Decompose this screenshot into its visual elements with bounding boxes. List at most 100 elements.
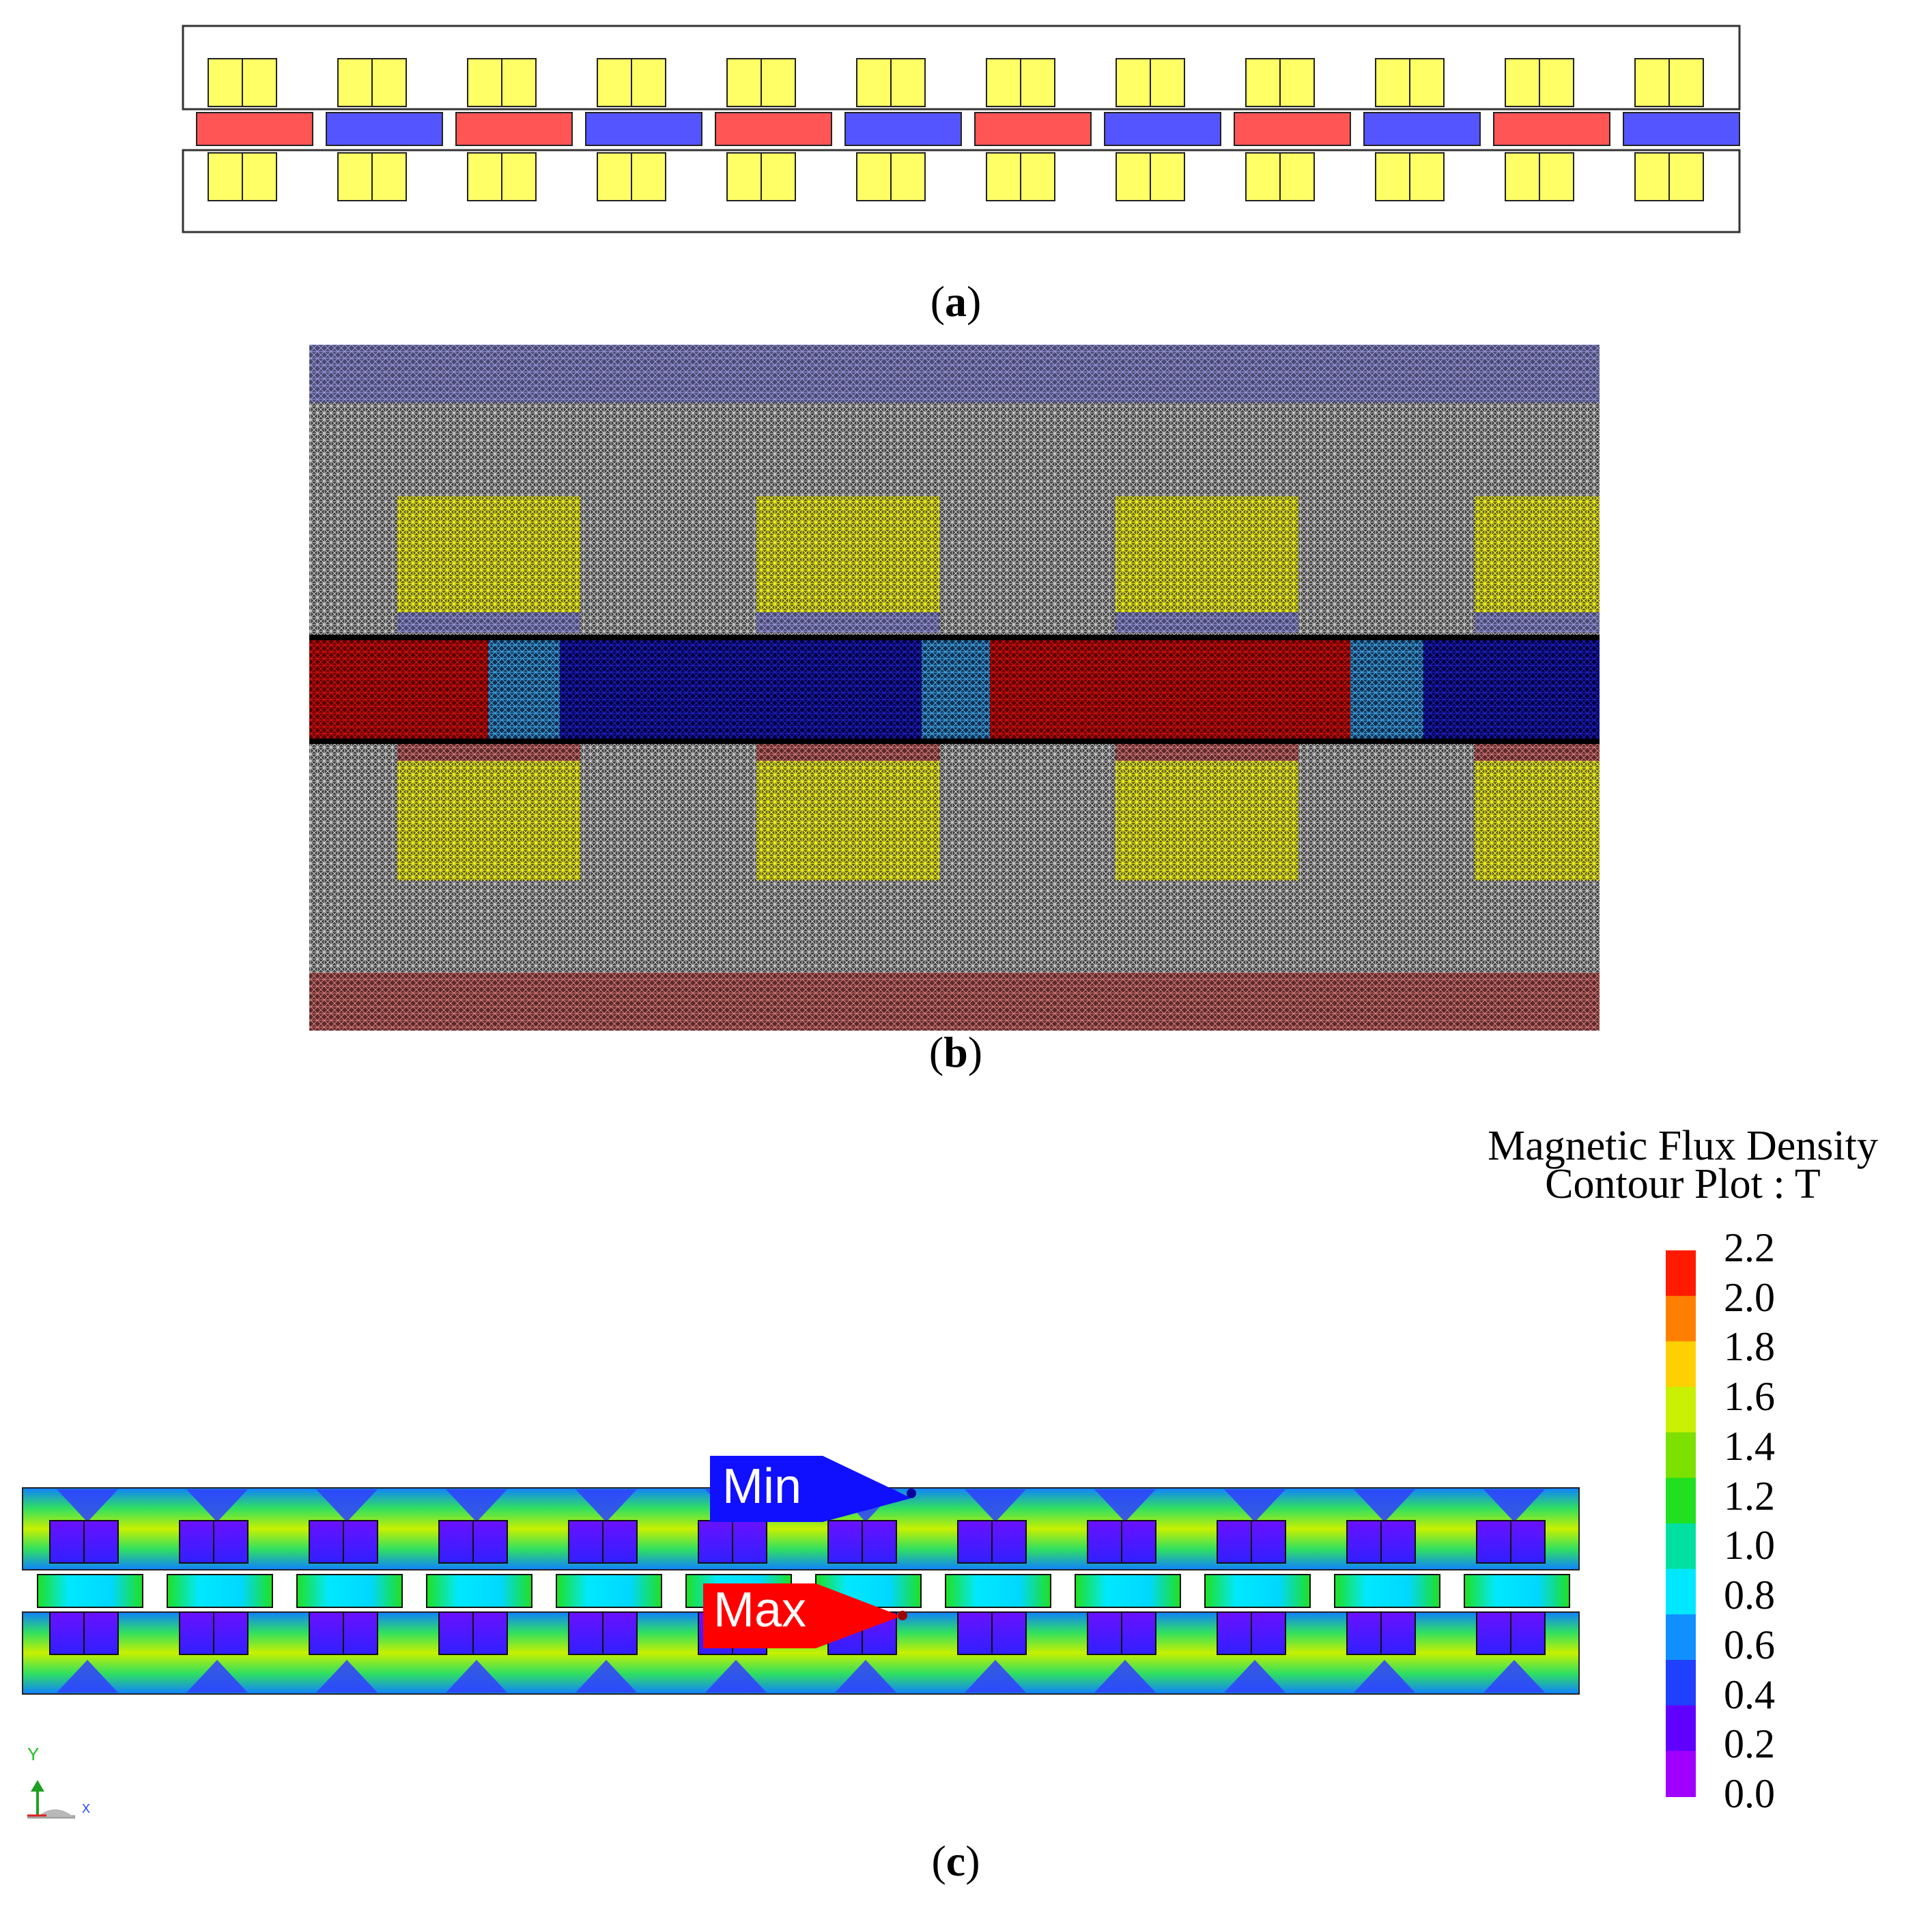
contour-coil-lower-right <box>83 1611 119 1655</box>
contour-coil-upper-right <box>343 1520 378 1564</box>
panel-a-machine-geometry <box>182 25 1741 233</box>
legend-color-band <box>1666 1341 1696 1388</box>
magnet <box>974 112 1092 146</box>
low-flux-region <box>186 1660 248 1693</box>
low-flux-region <box>446 1660 507 1693</box>
contour-magnet <box>167 1574 273 1608</box>
contour-coil-upper-left <box>1476 1520 1511 1564</box>
low-flux-region <box>1094 1660 1156 1693</box>
coil-lower-left <box>726 152 762 201</box>
legend-tick-label: 1.2 <box>1724 1473 1775 1519</box>
legend-color-band <box>1666 1295 1696 1343</box>
coil-lower-right <box>501 152 537 201</box>
low-flux-region <box>1224 1489 1285 1522</box>
panel-c-flux-contour <box>22 1456 1580 1819</box>
magnet <box>585 112 702 146</box>
magnet <box>326 112 443 146</box>
low-flux-region <box>1483 1489 1545 1522</box>
contour-coil-upper-right <box>1251 1520 1286 1564</box>
mesh-coil-upper <box>1475 496 1600 612</box>
contour-coil-lower-right <box>1510 1611 1546 1655</box>
low-flux-region <box>57 1489 118 1522</box>
coil-upper-left <box>597 58 632 107</box>
coil-lower-right <box>1539 152 1574 201</box>
mesh-tooth-tip-upper <box>756 612 939 633</box>
legend-tick-label: 0.6 <box>1724 1622 1775 1667</box>
contour-coil-upper-left <box>438 1520 474 1564</box>
magnet <box>1363 112 1481 146</box>
coil-lower-right <box>1279 152 1315 201</box>
contour-coil-upper-left <box>309 1520 344 1564</box>
mesh-coil-lower <box>397 761 580 880</box>
contour-magnet <box>1204 1574 1311 1608</box>
coil-lower-left <box>856 152 892 201</box>
legend-color-band <box>1666 1568 1696 1616</box>
legend-tick-label: 0.2 <box>1724 1721 1775 1767</box>
mesh-coil-lower <box>756 761 939 880</box>
coil-upper-left <box>1245 58 1281 107</box>
coil-lower-left <box>1375 152 1410 201</box>
contour-coil-upper-right <box>602 1520 638 1564</box>
mesh-lower-yoke <box>309 973 1600 1031</box>
low-flux-region <box>835 1660 896 1693</box>
magnet <box>455 112 573 146</box>
contour-coil-upper-left <box>568 1520 603 1564</box>
magnet <box>1104 112 1221 146</box>
legend-tick-label: 1.6 <box>1724 1374 1775 1420</box>
contour-coil-upper-right <box>862 1520 897 1564</box>
contour-coil-lower-left <box>1346 1611 1382 1655</box>
magnet <box>1234 112 1351 146</box>
contour-magnet <box>1464 1574 1570 1608</box>
contour-coil-upper-left <box>827 1520 863 1564</box>
contour-coil-upper-right <box>83 1520 119 1564</box>
low-flux-region <box>1094 1489 1156 1522</box>
mesh-magnet-segment <box>1423 640 1600 738</box>
contour-coil-lower-left <box>568 1611 603 1655</box>
legend-title-line2: Contour Plot : T <box>1545 1161 1821 1207</box>
mesh-magnet-segment <box>1350 640 1423 738</box>
legend-color-band <box>1666 1660 1696 1706</box>
contour-coil-upper-right <box>1510 1520 1546 1564</box>
contour-coil-upper-right <box>472 1520 508 1564</box>
mesh-magnet-segment <box>309 640 488 738</box>
min-point <box>907 1489 916 1498</box>
contour-coil-lower-right <box>213 1611 248 1655</box>
low-flux-region <box>965 1489 1026 1522</box>
legend-color-band <box>1666 1705 1696 1752</box>
legend-tick-label: 1.8 <box>1724 1324 1775 1370</box>
contour-coil-upper-left <box>179 1520 214 1564</box>
contour-coil-upper-right <box>991 1520 1027 1564</box>
contour-coil-lower-right <box>602 1611 638 1655</box>
mesh-tooth-tip-upper <box>397 612 580 633</box>
magnet <box>1623 112 1740 146</box>
contour-coil-upper-left <box>49 1520 85 1564</box>
magnet <box>1493 112 1610 146</box>
contour-coil-lower-right <box>1380 1611 1416 1655</box>
contour-coil-upper-left <box>957 1520 993 1564</box>
coil-upper-right <box>371 58 407 107</box>
coil-upper-left <box>337 58 373 107</box>
coil-lower-left <box>1245 152 1281 201</box>
coil-lower-left <box>986 152 1021 201</box>
coil-upper-right <box>761 58 796 107</box>
contour-coil-lower-left <box>1217 1611 1252 1655</box>
caption-c: (c) <box>931 1837 980 1885</box>
contour-coil-upper-left <box>698 1520 733 1564</box>
low-flux-region <box>1354 1489 1415 1522</box>
contour-coil-upper-left <box>1087 1520 1122 1564</box>
legend-tick-label: 1.4 <box>1724 1423 1775 1469</box>
coil-lower-right <box>890 152 926 201</box>
low-flux-region <box>576 1489 637 1522</box>
contour-coil-lower-left <box>1087 1611 1122 1655</box>
low-flux-region <box>965 1660 1026 1693</box>
coil-upper-right <box>1150 58 1185 107</box>
coil-lower-left <box>337 152 373 201</box>
contour-coil-lower-left <box>957 1611 993 1655</box>
contour-coil-lower-right <box>1121 1611 1156 1655</box>
low-flux-region <box>316 1660 378 1693</box>
caption-b: (b) <box>928 1028 983 1076</box>
coil-upper-right <box>1279 58 1315 107</box>
contour-coil-lower-left <box>1476 1611 1511 1655</box>
lower-core <box>182 149 1741 233</box>
coil-lower-right <box>1150 152 1185 201</box>
